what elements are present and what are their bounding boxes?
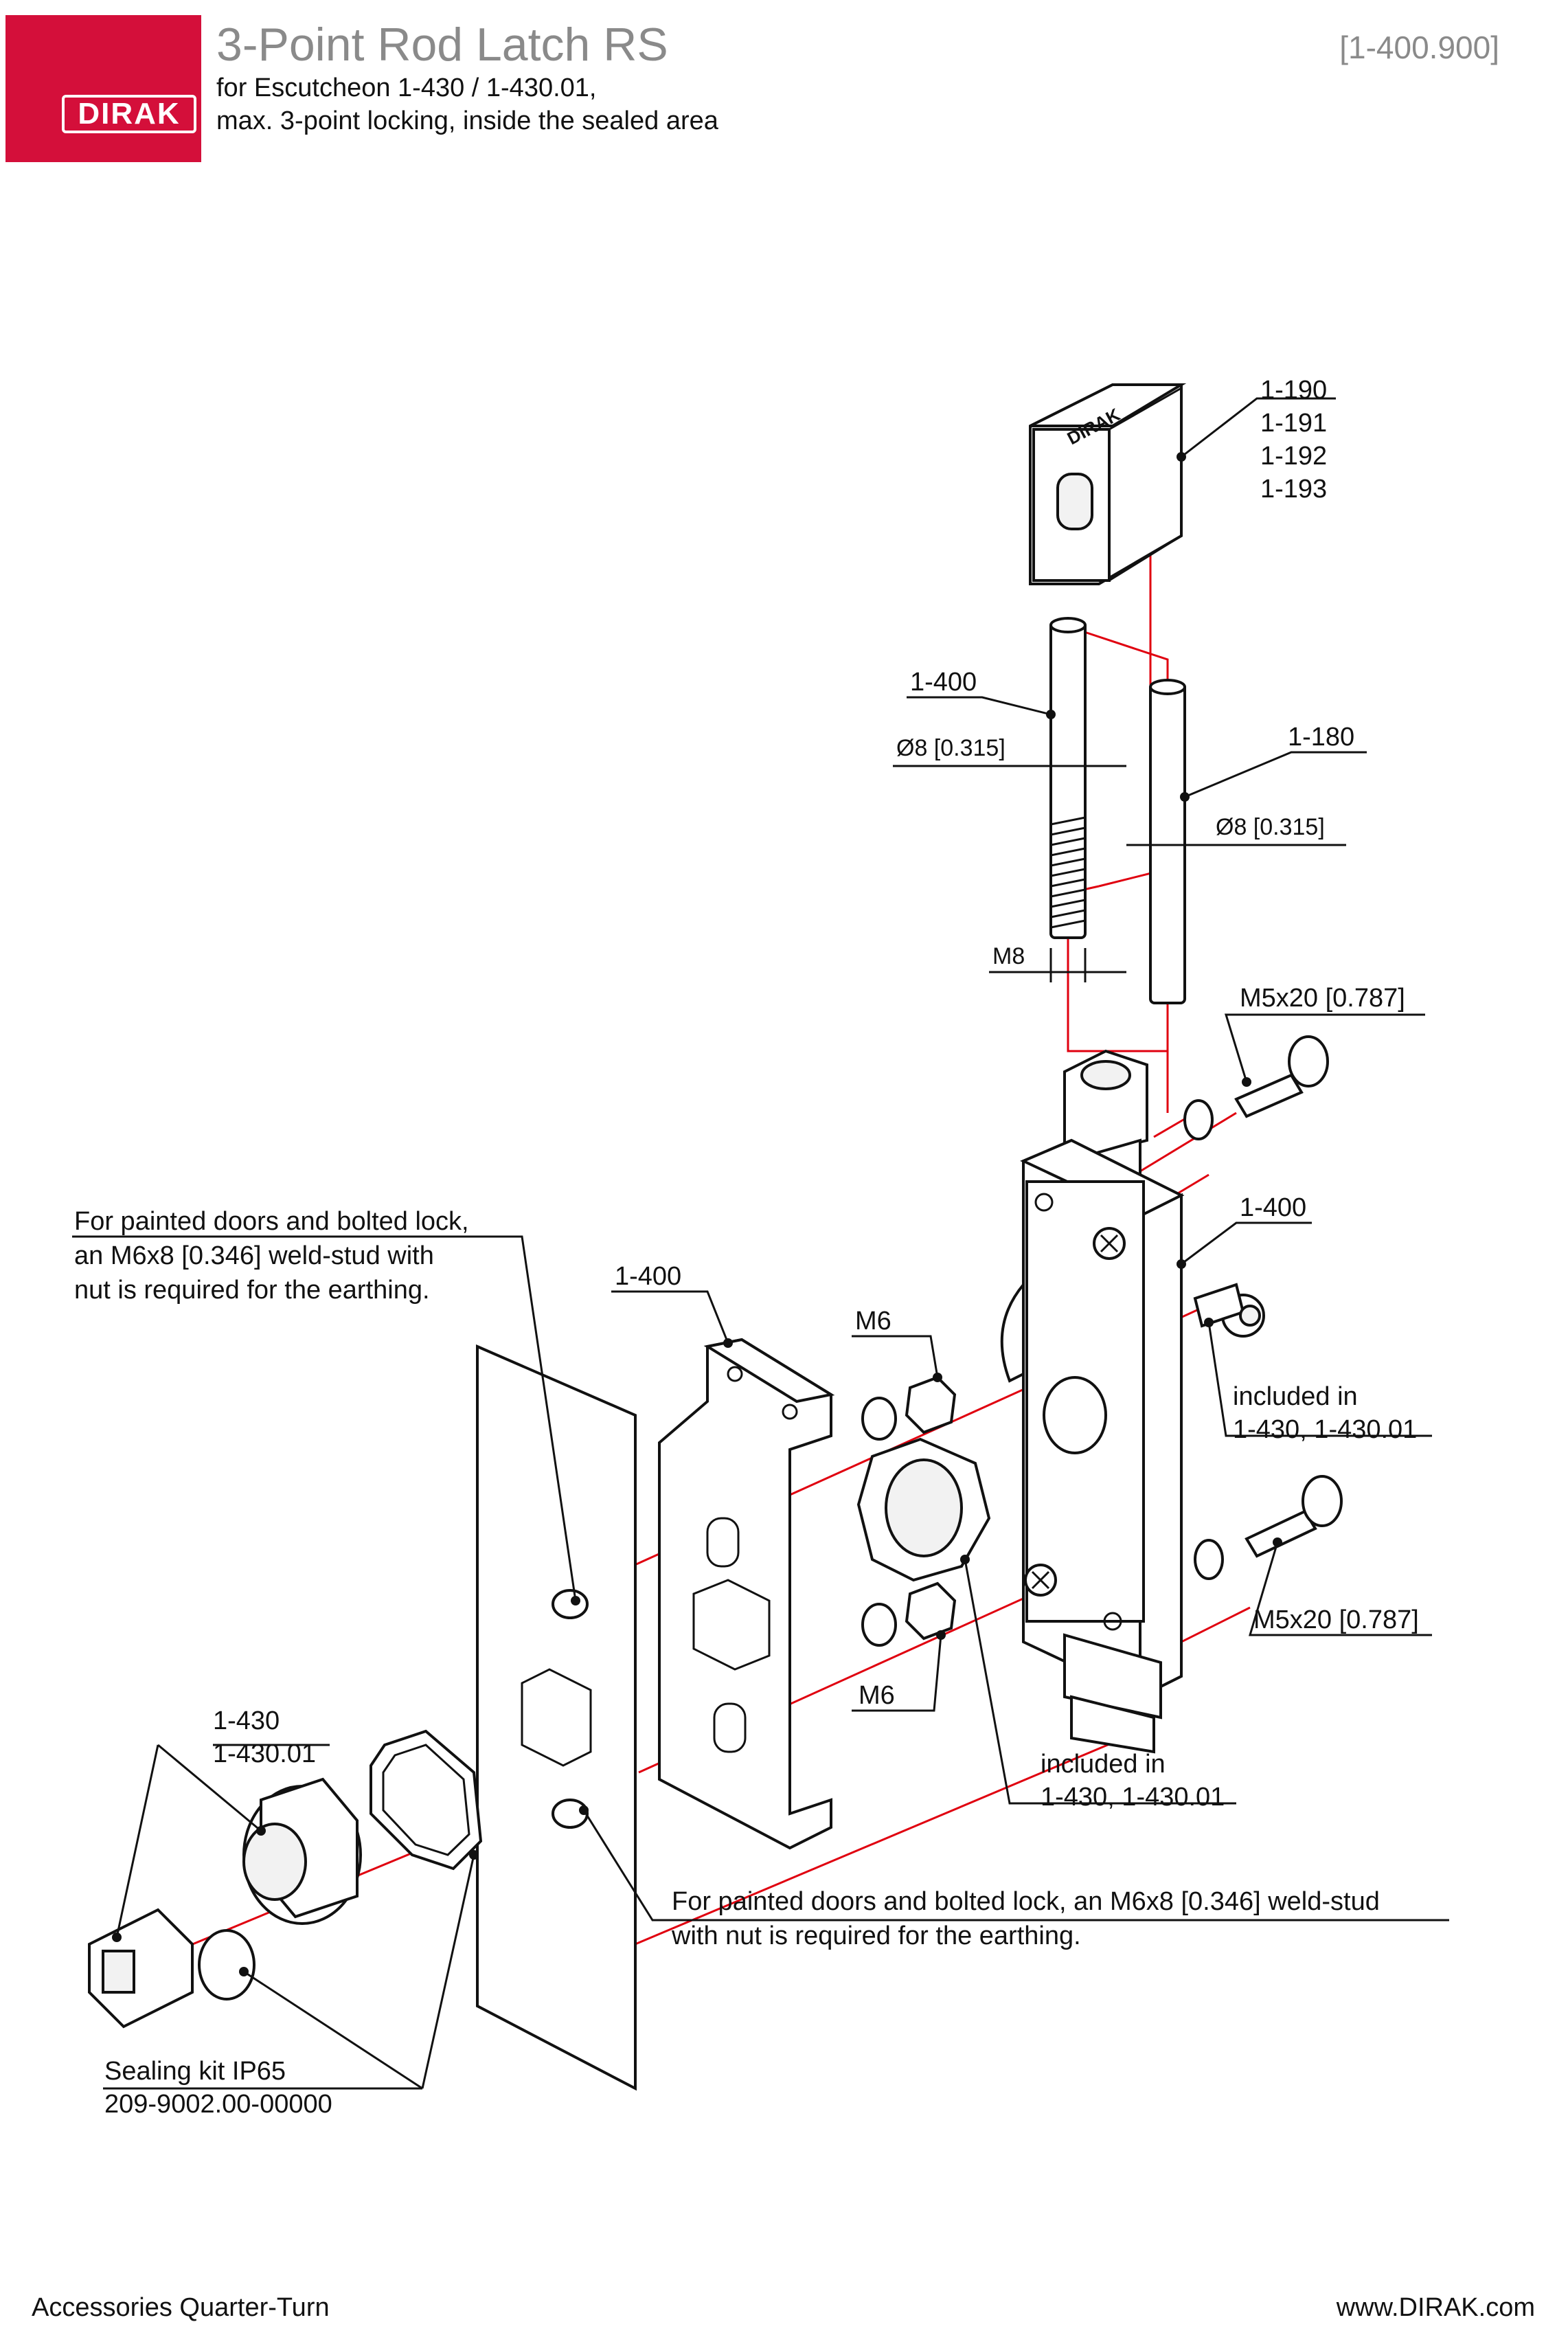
- part-number: [1-400.900]: [1339, 30, 1499, 65]
- label-included-center-2: 1-430, 1-430.01: [1041, 1783, 1225, 1812]
- label-bracket: 1-400: [615, 1262, 681, 1291]
- page-subtitle: for Escutcheon 1-430 / 1-430.01, max. 3-…: [216, 71, 718, 137]
- serrated-nut-part: [1193, 1283, 1265, 1338]
- footer-website-link[interactable]: www.DIRAK.com: [1336, 2293, 1535, 2322]
- label-included-right-2: 1-430, 1-430.01: [1233, 1415, 1417, 1444]
- label-nut-top: M6: [855, 1307, 891, 1336]
- label-screw-top: M5x20 [0.787]: [1240, 984, 1405, 1013]
- label-included-right-1: included in: [1233, 1382, 1358, 1411]
- cam-part: DIRAK: [1029, 383, 1187, 585]
- label-sealing-kit-1: Sealing kit IP65: [104, 2057, 286, 2086]
- label-plain-rod-diameter: Ø8 [0.315]: [1216, 814, 1325, 840]
- label-sealing-kit-2: 209-9002.00-00000: [104, 2090, 332, 2119]
- page-title: 3-Point Rod Latch RS: [216, 19, 668, 71]
- label-included-center-1: included in: [1041, 1750, 1166, 1779]
- label-earthing-note-top-1: For painted doors and bolted lock,: [74, 1207, 469, 1236]
- label-threaded-rod: 1-400: [910, 668, 977, 697]
- label-cam-1-190: 1-190: [1260, 376, 1327, 405]
- brand-logo: DIRAK: [5, 15, 201, 162]
- escutcheon-part: [88, 1777, 362, 2029]
- label-escutcheon-2: 1-430.01: [213, 1739, 316, 1768]
- label-earthing-note-top-3: nut is required for the earthing.: [74, 1276, 430, 1305]
- label-nut-bottom: M6: [859, 1681, 895, 1710]
- plain-rod-part: [1149, 679, 1186, 1004]
- label-cam-1-193: 1-193: [1260, 475, 1327, 504]
- label-earthing-note-top-2: an M6x8 [0.346] weld-stud with: [74, 1241, 434, 1270]
- label-escutcheon-1: 1-430: [213, 1706, 280, 1735]
- label-threaded-rod-diameter: Ø8 [0.315]: [896, 735, 1005, 761]
- small-hardware-parts: [856, 1375, 991, 1647]
- screw-top-part: [1183, 1035, 1329, 1140]
- dimension-lines: [893, 752, 1346, 982]
- rod-thread-pattern: [1050, 816, 1086, 929]
- label-screw-bottom: M5x20 [0.787]: [1253, 1605, 1419, 1634]
- threaded-rod-part: [1049, 617, 1087, 939]
- brand-logo-text: DIRAK: [62, 95, 196, 133]
- subtitle-line-1: for Escutcheon 1-430 / 1-430.01,: [216, 74, 597, 102]
- screw-bottom-part: [1194, 1475, 1343, 1580]
- latch-body-part: [1000, 1049, 1185, 1754]
- door-panel-part: [476, 1344, 637, 2091]
- leader-lines: [72, 397, 1449, 2090]
- label-cam-1-191: 1-191: [1260, 409, 1327, 438]
- sealing-ring-part: [370, 1729, 483, 1871]
- footer-category: Accessories Quarter-Turn: [32, 2293, 330, 2322]
- label-latch-body: 1-400: [1240, 1193, 1306, 1222]
- label-earthing-note-bottom-2: with nut is required for the earthing.: [671, 1922, 1081, 1950]
- label-cam-1-192: 1-192: [1260, 442, 1327, 471]
- label-plain-rod: 1-180: [1288, 723, 1354, 752]
- bracket-part: [658, 1338, 835, 1850]
- subtitle-line-2: max. 3-point locking, inside the sealed …: [216, 106, 718, 135]
- label-thread-size: M8: [992, 943, 1025, 969]
- label-earthing-note-bottom-1: For painted doors and bolted lock, an M6…: [672, 1887, 1380, 1916]
